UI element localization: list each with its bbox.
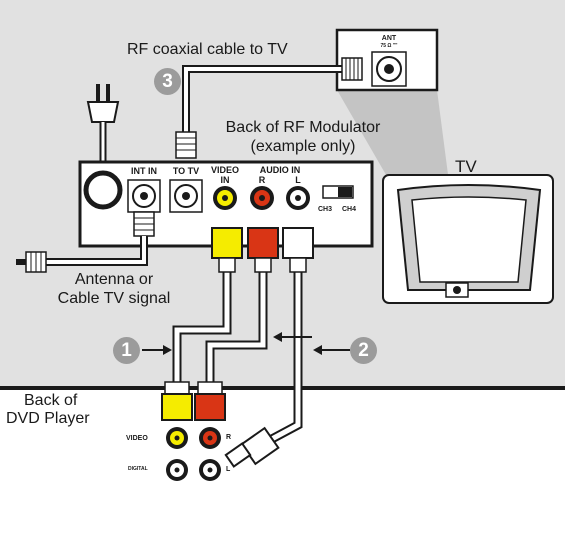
rf-cable-label: RF coaxial cable to TV xyxy=(127,41,288,58)
step-2-badge: 2 xyxy=(350,337,377,364)
video-in-label-line2: IN xyxy=(220,175,230,185)
modulator-title: Back of RF Modulator xyxy=(225,119,381,136)
step-1-badge: 1 xyxy=(113,337,140,364)
audio-l-label: L xyxy=(295,175,301,185)
rf-coax-cable xyxy=(175,57,363,159)
step1-arrow xyxy=(142,345,172,355)
ch3-label: CH3 xyxy=(318,206,333,213)
dvd-video-label: VIDEO xyxy=(126,435,148,442)
tv-ohm-label: 75 Ω "" xyxy=(380,43,398,49)
dvd-label-line1: Back of xyxy=(24,392,78,409)
audio-in-label: AUDIO IN xyxy=(259,165,301,175)
modulator-subtitle: (example only) xyxy=(250,138,356,155)
step2-arrows xyxy=(273,332,350,355)
antenna-label-line2: Cable TV signal xyxy=(57,290,171,307)
video-cable xyxy=(161,227,243,421)
dvd-l-label: L xyxy=(226,466,231,473)
dvd-jacks xyxy=(166,427,221,481)
int-in-label: INT IN xyxy=(131,166,157,176)
power-plug xyxy=(86,84,120,170)
tv-set xyxy=(382,174,554,304)
step-3-badge: 3 xyxy=(154,68,181,95)
ch4-label: CH4 xyxy=(342,206,357,213)
audio-white-cable xyxy=(224,227,314,468)
audio-r-label: R xyxy=(258,175,266,185)
tv-label: TV xyxy=(455,157,477,176)
antenna-cable xyxy=(16,211,155,273)
video-in-label-line1: VIDEO xyxy=(210,165,239,175)
antenna-label-line1: Antenna or xyxy=(74,271,154,288)
audio-red-cable xyxy=(194,227,279,421)
dvd-digital-label: DIGITAL xyxy=(128,466,148,472)
dvd-r-label: R xyxy=(226,434,232,441)
to-tv-label: TO TV xyxy=(172,166,200,176)
dvd-label-line2: DVD Player xyxy=(6,410,90,427)
dvd-player-panel xyxy=(0,388,565,543)
tv-ant-label: ANT xyxy=(381,35,397,42)
